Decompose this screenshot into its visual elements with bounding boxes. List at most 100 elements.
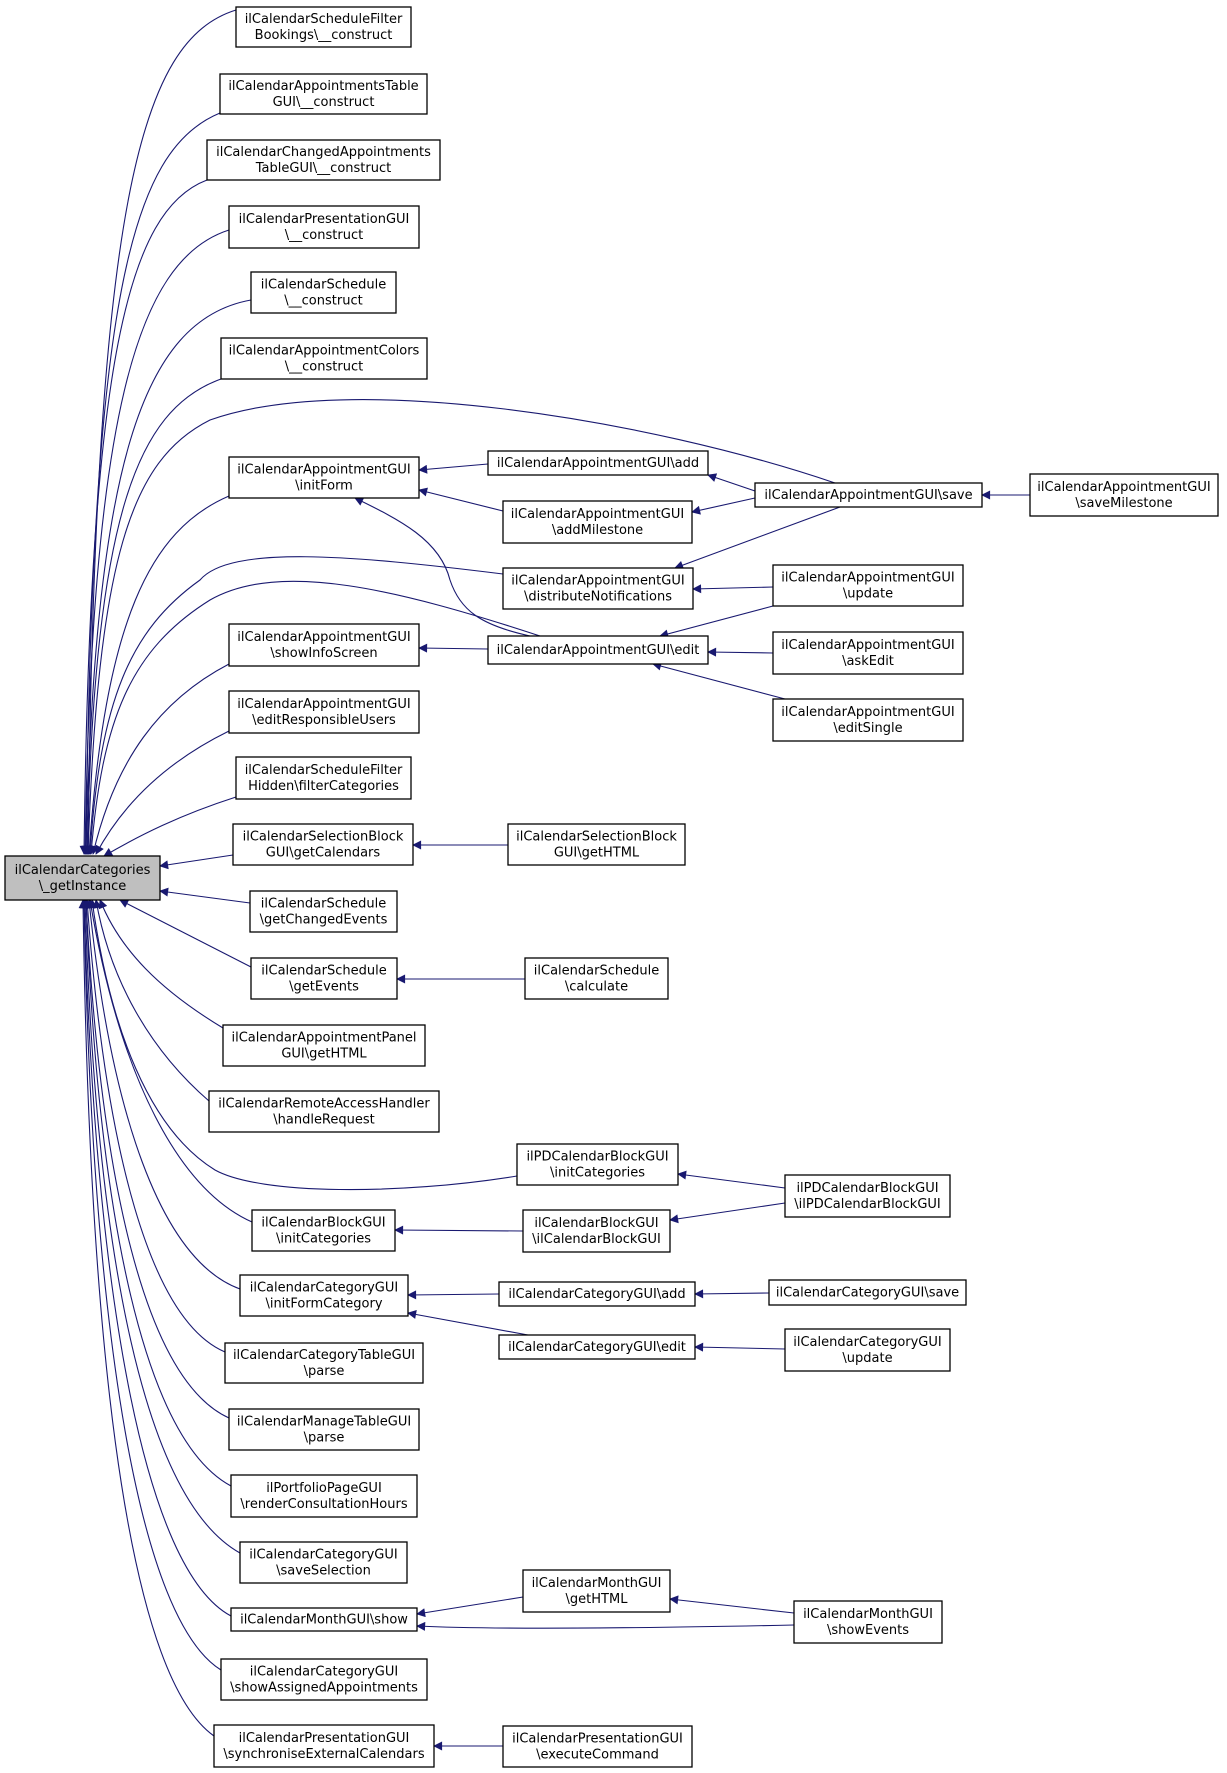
function-node[interactable]: ilCalendarAppointmentsTableGUI\__constru…: [219, 73, 428, 115]
function-node[interactable]: ilCalendarAppointmentGUI\add: [487, 450, 709, 476]
function-node[interactable]: ilCalendarChangedAppointmentsTableGUI\__…: [206, 139, 441, 181]
edge-n6-to-root: [82, 378, 222, 855]
function-node[interactable]: ilCalendarAppointmentGUI\showInfoScreen: [228, 623, 420, 667]
node-box: [232, 823, 414, 866]
function-node[interactable]: ilCalendarCategoryGUI\edit: [498, 1334, 696, 1360]
node-label-line: ilCalendarBlockGUI: [534, 1216, 658, 1231]
edge-n38-to-root: [81, 899, 232, 1487]
node-label-line: \__construct: [285, 360, 363, 375]
function-node[interactable]: ilPortfolioPageGUI\renderConsultationHou…: [230, 1474, 418, 1518]
function-node[interactable]: ilCalendarSchedule\getEvents: [250, 957, 398, 1000]
node-label-line: Bookings\__construct: [255, 28, 393, 43]
edge-n4-to-root: [80, 229, 230, 855]
edge-n35-to-n34: [694, 1342, 786, 1352]
function-node[interactable]: ilCalendarRemoteAccessHandler\handleRequ…: [208, 1090, 440, 1133]
node-label-line: ilCalendarPresentationGUI: [512, 1732, 683, 1747]
function-node[interactable]: ilCalendarMonthGUI\showEvents: [793, 1600, 943, 1644]
node-box: [230, 1474, 418, 1518]
function-node[interactable]: ilCalendarAppointmentGUI\update: [772, 564, 964, 607]
node-label-line: ilCalendarAppointmentGUI: [781, 571, 954, 586]
function-node[interactable]: ilCalendarBlockGUI\ilCalendarBlockGUI: [522, 1209, 671, 1253]
node-label-line: ilCalendarRemoteAccessHandler: [218, 1097, 430, 1112]
function-node[interactable]: ilCalendarPresentationGUI\executeCommand: [502, 1725, 693, 1768]
node-box: [206, 139, 441, 181]
function-node[interactable]: ilCalendarAppointmentColors\__construct: [220, 337, 428, 380]
edge-n44-to-root: [78, 899, 215, 1737]
function-node[interactable]: ilCalendarCategoryGUI\showAssignedAppoin…: [220, 1658, 428, 1701]
edge-n28-to-n27: [677, 1170, 786, 1189]
edge-n32-to-n31: [407, 1290, 500, 1300]
edge-n31-to-root: [85, 899, 241, 1290]
node-box: [516, 1143, 679, 1186]
function-node[interactable]: ilCalendarCategoryGUI\add: [498, 1281, 696, 1307]
node-label-line: \calculate: [565, 980, 628, 995]
node-label-line: \renderConsultationHours: [240, 1497, 407, 1512]
function-node[interactable]: ilCalendarMonthGUI\show: [230, 1607, 418, 1632]
node-layer: ilCalendarCategories\_getInstance ilCalen…: [4, 6, 1219, 1768]
function-node[interactable]: ilCalendarCategoryGUI\initFormCategory: [239, 1274, 409, 1317]
node-label-line: ilPDCalendarBlockGUI: [796, 1181, 938, 1196]
function-node[interactable]: ilCalendarAppointmentGUI\editResponsible…: [228, 690, 420, 734]
edge-n16-to-n15: [707, 647, 774, 657]
function-node[interactable]: ilCalendarCategoryGUI\saveSelection: [239, 1541, 408, 1584]
node-label-line: ilCalendarCategoryGUI\save: [776, 1286, 959, 1301]
function-node[interactable]: ilCalendarAppointmentGUI\askEdit: [772, 631, 964, 675]
function-node[interactable]: ilCalendarManageTableGUI\parse: [228, 1408, 420, 1451]
node-box: [487, 635, 709, 665]
function-node[interactable]: ilCalendarCategoryGUI\save: [768, 1279, 967, 1306]
node-label-line: ilCalendarAppointmentColors: [229, 344, 420, 359]
function-node[interactable]: ilCalendarBlockGUI\initCategories: [251, 1209, 396, 1252]
node-label-line: ilCalendarScheduleFilter: [245, 12, 403, 27]
function-node[interactable]: ilCalendarScheduleFilterBookings\__const…: [235, 6, 412, 48]
function-node[interactable]: ilCalendarAppointmentGUI\initForm: [228, 456, 420, 499]
function-node[interactable]: ilCalendarSchedule\__construct: [250, 271, 397, 314]
node-label-line: ilCalendarMonthGUI: [803, 1607, 933, 1622]
node-box: [250, 957, 398, 1000]
function-node[interactable]: ilCalendarSchedule\calculate: [524, 957, 669, 1000]
function-node[interactable]: ilCalendarAppointmentGUI\edit: [487, 635, 709, 665]
node-box: [498, 1281, 696, 1307]
node-label-line: TableGUI\__construct: [255, 161, 391, 176]
node-label-line: \ilPDCalendarBlockGUI: [794, 1197, 941, 1212]
edge-n19-to-root: [103, 796, 237, 857]
function-node[interactable]: ilCalendarAppointmentGUI\save: [754, 482, 983, 508]
function-node[interactable]: ilCalendarAppointmentGUI\saveMilestone: [1029, 473, 1219, 517]
node-label-line: Hidden\filterCategories: [248, 779, 399, 794]
node-box: [228, 1408, 420, 1451]
node-label-line: \executeCommand: [536, 1748, 659, 1763]
function-node[interactable]: ilCalendarAppointmentGUI\addMilestone: [502, 500, 693, 544]
node-label-line: \update: [842, 1351, 892, 1366]
function-node[interactable]: ilCalendarSchedule\getChangedEvents: [249, 890, 398, 933]
function-node[interactable]: ilPDCalendarBlockGUI\initCategories: [516, 1143, 679, 1186]
edge-n42-to-n40: [416, 1621, 795, 1631]
node-label-line: \initForm: [295, 479, 353, 494]
function-node[interactable]: ilCalendarMonthGUI\getHTML: [522, 1569, 671, 1613]
function-node[interactable]: ilCalendarPresentationGUI\__construct: [228, 205, 420, 249]
function-node[interactable]: ilPDCalendarBlockGUI\ilPDCalendarBlockGU…: [784, 1174, 951, 1218]
node-box: [754, 482, 983, 508]
function-node[interactable]: ilCalendarScheduleFilterHidden\filterCat…: [235, 756, 412, 800]
function-node[interactable]: ilCalendarCategoryTableGUI\parse: [224, 1342, 424, 1384]
node-label-line: ilCalendarChangedAppointments: [216, 145, 431, 160]
function-node[interactable]: ilCalendarAppointmentGUI\distributeNotif…: [502, 567, 694, 610]
edge-n40-to-root: [79, 899, 232, 1617]
edge-n41-to-n40: [416, 1596, 524, 1618]
edge-n29-to-root: [86, 899, 253, 1223]
node-box: [522, 1569, 671, 1613]
node-label-line: GUI\getCalendars: [266, 846, 381, 861]
function-node[interactable]: ilCalendarAppointmentGUI\editSingle: [772, 698, 964, 742]
node-label-line: \handleRequest: [273, 1113, 375, 1128]
node-label-line: ilCalendarAppointmentPanel: [231, 1031, 416, 1046]
node-label-line: ilCalendarAppointmentGUI: [511, 574, 684, 589]
node-label-line: \saveMilestone: [1075, 496, 1172, 511]
edge-n1-to-root: [83, 9, 237, 855]
root-function-node[interactable]: ilCalendarCategories\_getInstance: [4, 855, 161, 901]
function-node[interactable]: ilCalendarCategoryGUI\update: [784, 1328, 951, 1372]
node-label-line: \initCategories: [276, 1232, 371, 1247]
function-node[interactable]: ilCalendarPresentationGUI\synchroniseExt…: [213, 1724, 435, 1768]
node-box: [502, 500, 693, 544]
edge-n39-to-root: [80, 899, 241, 1554]
